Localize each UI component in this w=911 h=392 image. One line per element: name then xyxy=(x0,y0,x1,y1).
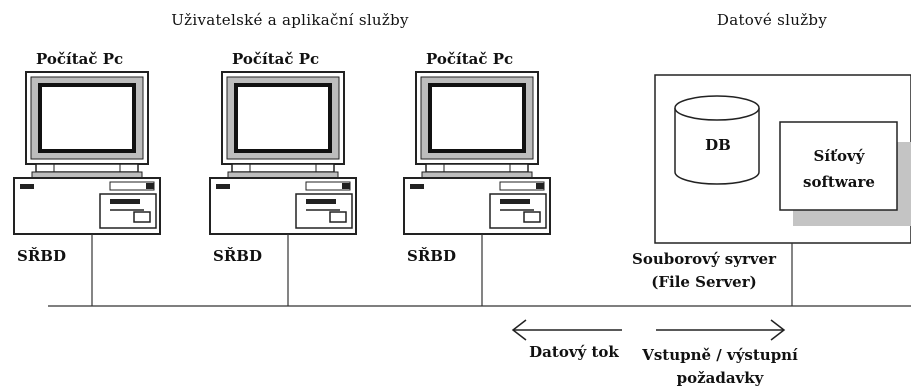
network-software-label-line2: software xyxy=(803,173,875,191)
computer-2-title: Počítač Pc xyxy=(232,50,319,68)
io-requests-label-line1: Vstupně / výstupní xyxy=(641,346,798,364)
data-services-heading: Datové služby xyxy=(717,11,827,29)
network-software-box xyxy=(779,121,898,211)
right-arrow-icon xyxy=(656,319,786,341)
network-software-label-line1: Síťový xyxy=(814,147,866,165)
file-server-name-line2: (File Server) xyxy=(651,273,756,291)
io-requests-label-line2: požadavky xyxy=(677,369,765,387)
computer-3: Počítač Pc SŘBD xyxy=(402,50,552,265)
computer-3-dbms-label: SŘBD xyxy=(407,247,456,265)
computer-2-dbms-label: SŘBD xyxy=(213,247,262,265)
desktop-computer-icon xyxy=(208,70,358,236)
computer-3-title: Počítač Pc xyxy=(426,50,513,68)
data-flow-label: Datový tok xyxy=(529,343,619,361)
db-label: DB xyxy=(705,136,731,154)
file-server: DB Síťový software Souborový syrver (Fil… xyxy=(632,74,911,291)
desktop-computer-icon xyxy=(402,70,552,236)
network-bus xyxy=(48,234,911,307)
computer-1: Počítač Pc SŘBD xyxy=(12,50,162,265)
left-arrow-icon xyxy=(511,319,622,341)
database-cylinder-icon xyxy=(674,95,760,185)
user-services-heading: Uživatelské a aplikační služby xyxy=(171,11,409,29)
computer-1-dbms-label: SŘBD xyxy=(17,247,66,265)
computer-1-title: Počítač Pc xyxy=(36,50,123,68)
file-server-name-line1: Souborový syrver xyxy=(632,250,777,268)
desktop-computer-icon xyxy=(12,70,162,236)
computer-2: Počítač Pc SŘBD xyxy=(208,50,358,265)
